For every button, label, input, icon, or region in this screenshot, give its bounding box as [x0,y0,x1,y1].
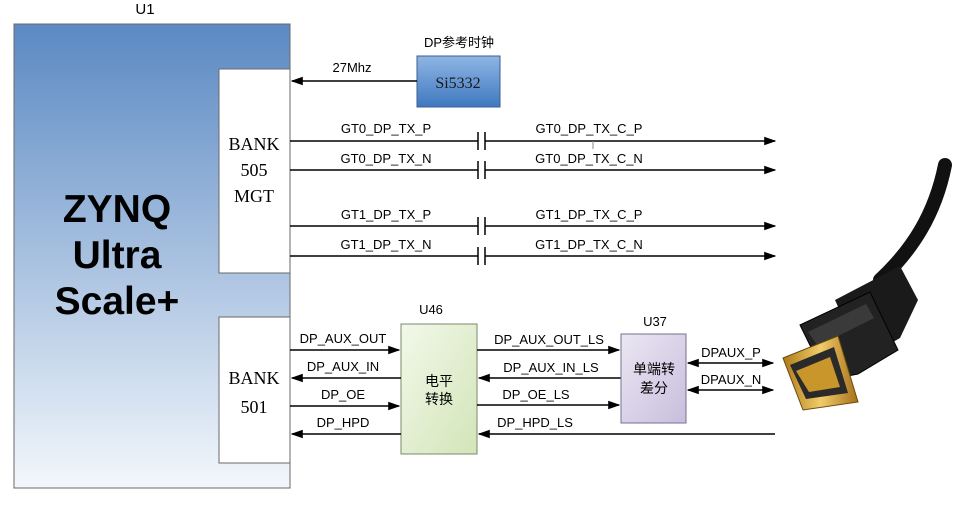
chip-name-line-3: Scale+ [55,280,180,323]
gt-right-label: GT1_DP_TX_C_P [536,207,643,222]
bank-505-line-3: MGT [234,186,274,206]
gt-right-label: GT1_DP_TX_C_N [535,237,643,252]
bank-501 [218,316,291,464]
gt-left-label: GT0_DP_TX_N [340,151,431,166]
u46-right-label: DP_AUX_IN_LS [503,360,599,375]
u46-left-label: DP_AUX_IN [307,359,379,374]
clock-freq: 27Mhz [332,60,371,75]
displayport-connector [782,158,952,411]
u37-out-label: DPAUX_N [701,372,761,387]
level-shifter-chip [400,323,478,455]
bank-501-line-1: BANK [228,368,279,388]
se-to-diff-chip [620,333,687,424]
gt-lane-3: GT1_DP_TX_N GT1_DP_TX_C_N [290,237,777,265]
u46-ref: U46 [419,302,443,317]
cable [873,158,952,287]
si5332-label: Si5332 [435,75,480,92]
contact-strip [796,357,840,392]
u1-ref: U1 [135,1,154,18]
gt-lane-1: GT0_DP_TX_N GT0_DP_TX_C_N [290,151,777,179]
clock-title: DP参考时钟 [424,35,494,50]
u46-left-label: DP_HPD [317,415,370,430]
u37-ref: U37 [643,314,667,329]
bank-501-line-2: 501 [241,397,268,417]
chip-name-line-1: ZYNQ [63,188,171,231]
gt-right-label: GT0_DP_TX_C_P [536,121,643,136]
bank-505-line-2: 505 [241,160,268,180]
u37-line-1: 单端转 [633,361,675,377]
gt-left-label: GT0_DP_TX_P [341,121,431,136]
u46-right-label: DP_AUX_OUT_LS [494,332,604,347]
gt-left-label: GT1_DP_TX_N [340,237,431,252]
gt-left-label: GT1_DP_TX_P [341,207,431,222]
gt-lane-0: GT0_DP_TX_P GT0_DP_TX_C_P [290,121,777,150]
u46-right-label: DP_HPD_LS [497,415,573,430]
u46-left-label: DP_OE [321,387,365,402]
u46-left-label: DP_AUX_OUT [300,331,387,346]
chip-name-line-2: Ultra [73,234,162,277]
si5332-chip [416,55,501,108]
u37-out-label: DPAUX_P [701,345,761,360]
u46-right-label: DP_OE_LS [502,387,570,402]
u46-line-2: 转换 [425,391,453,407]
plug-highlight [808,304,874,346]
u37-line-2: 差分 [640,380,668,396]
gt-right-label: GT0_DP_TX_C_N [535,151,643,166]
bank-505-line-1: BANK [228,134,279,154]
bank-505 [218,68,291,274]
gt-lane-2: GT1_DP_TX_P GT1_DP_TX_C_P [290,207,777,235]
u46-line-1: 电平 [425,373,453,389]
